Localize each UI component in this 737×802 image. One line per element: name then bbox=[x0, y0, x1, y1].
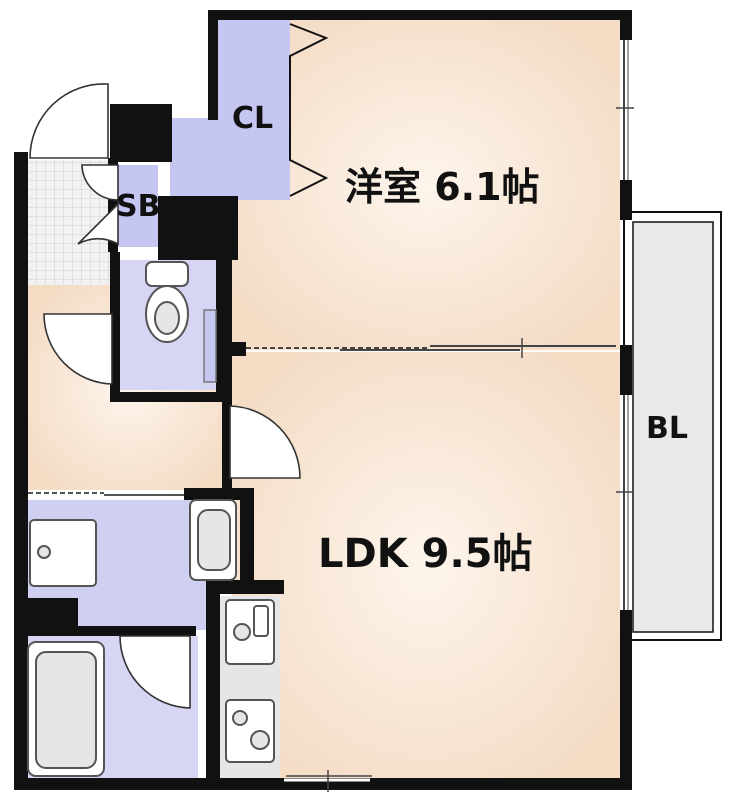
wall-left bbox=[14, 152, 28, 788]
western-room-window[interactable] bbox=[616, 40, 634, 180]
balcony-label: BL bbox=[646, 411, 688, 446]
wall-hall-right bbox=[222, 402, 232, 488]
kitchen-stove bbox=[225, 699, 275, 763]
closet-label: CL bbox=[232, 101, 273, 136]
shoe-box-area bbox=[116, 165, 158, 247]
wall-toilet-right bbox=[216, 220, 232, 402]
shoe-box-label: SB bbox=[116, 189, 160, 224]
washing-machine-pan bbox=[29, 519, 97, 587]
bottom-window[interactable] bbox=[284, 770, 372, 792]
ldk-floor bbox=[232, 352, 620, 780]
wash-sliding-door[interactable] bbox=[28, 492, 184, 496]
shoe-box-door-lower[interactable] bbox=[77, 202, 119, 246]
wall-kitchen-cap bbox=[206, 580, 284, 594]
wall-kitchen-top bbox=[240, 488, 254, 584]
closet-area bbox=[170, 20, 290, 200]
wall-right-lower bbox=[620, 345, 632, 395]
wall-wash-right bbox=[184, 488, 240, 500]
entrance-door[interactable] bbox=[29, 83, 109, 159]
toilet-fixture bbox=[145, 261, 189, 343]
wall-right-mid bbox=[620, 180, 632, 220]
toilet-counter bbox=[203, 309, 217, 383]
wall-right-upper bbox=[620, 10, 632, 40]
wall-bottom bbox=[14, 778, 632, 790]
western-room-label: 洋室 6.1帖 bbox=[345, 165, 540, 209]
ldk-label: LDK 9.5帖 bbox=[318, 531, 532, 577]
kitchen-sink bbox=[225, 599, 275, 665]
wall-entry-top bbox=[110, 104, 172, 162]
room-divider-sliding-door[interactable] bbox=[246, 338, 616, 358]
ldk-entry-door[interactable] bbox=[229, 405, 301, 479]
wall-toilet-bottom bbox=[110, 392, 232, 402]
shoe-box-door-upper[interactable] bbox=[81, 164, 119, 201]
wash-basin bbox=[189, 499, 237, 581]
toilet-door[interactable] bbox=[43, 313, 113, 385]
bathtub bbox=[27, 641, 105, 777]
wall-right-bottom bbox=[620, 610, 632, 790]
western-room-floor bbox=[232, 20, 620, 350]
ldk-window[interactable] bbox=[616, 395, 634, 610]
wall-room-divider-stub bbox=[232, 342, 246, 356]
wall-bath-top bbox=[14, 598, 78, 636]
wall-closet-left bbox=[208, 10, 218, 120]
wall-bath-divider bbox=[78, 626, 196, 636]
bathroom-door[interactable] bbox=[119, 635, 191, 709]
wall-kitchen-left bbox=[206, 580, 220, 790]
balcony-floor bbox=[632, 221, 714, 633]
closet-folding-door bbox=[289, 23, 329, 197]
wall-toilet-left bbox=[110, 252, 120, 402]
wall-top bbox=[208, 10, 632, 20]
wall-sb-left bbox=[108, 158, 118, 252]
